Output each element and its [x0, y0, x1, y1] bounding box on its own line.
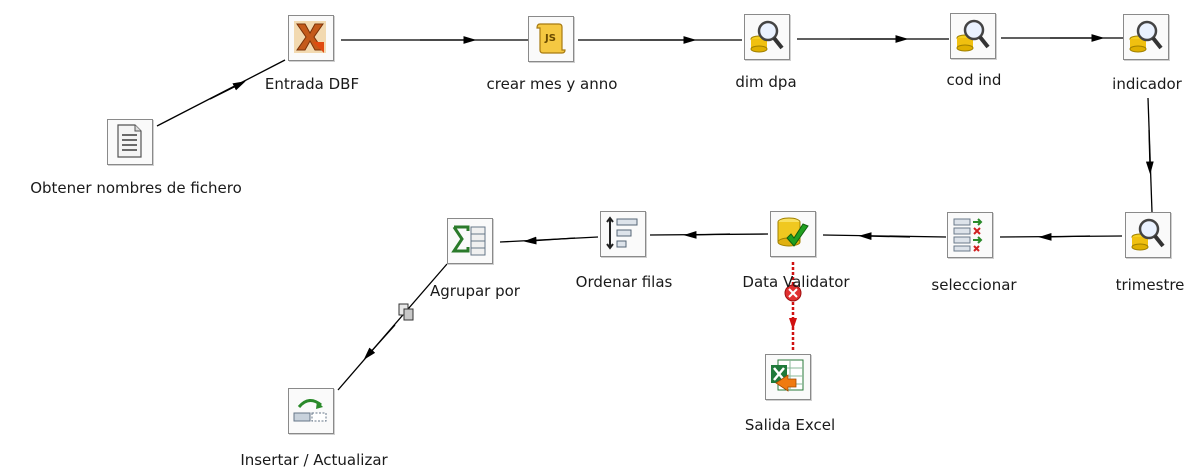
- database-lookup-icon: [750, 20, 784, 53]
- step-ordenar-filas[interactable]: [600, 211, 646, 257]
- label-agrupar-por: Agrupar por: [430, 282, 520, 300]
- label-ordenar-filas: Ordenar filas: [575, 273, 673, 291]
- step-dim-dpa[interactable]: [744, 14, 790, 60]
- label-salida-excel: Salida Excel: [744, 416, 836, 434]
- step-seleccionar[interactable]: [947, 212, 993, 258]
- label-seleccionar: seleccionar: [931, 276, 1017, 294]
- validator-icon: [777, 217, 809, 247]
- svg-text:JS: JS: [544, 33, 556, 44]
- step-cod-ind[interactable]: [950, 13, 996, 59]
- file-list-icon: [117, 124, 142, 158]
- label-obtener-nombres: Obtener nombres de fichero: [30, 179, 242, 197]
- javascript-icon: JS: [536, 23, 566, 54]
- label-insertar-actualizar: Insertar / Actualizar: [240, 451, 388, 469]
- step-insertar-actualizar[interactable]: [288, 388, 334, 434]
- database-lookup-icon: [956, 19, 990, 52]
- label-dim-dpa: dim dpa: [735, 73, 797, 91]
- label-entrada-dbf: Entrada DBF: [264, 75, 360, 93]
- copy-rows-icon: [398, 303, 414, 321]
- database-lookup-icon: [1131, 218, 1165, 251]
- label-crear-mes: crear mes y anno: [486, 75, 618, 93]
- step-agrupar-por[interactable]: [447, 218, 493, 264]
- step-crear-mes[interactable]: JS: [528, 16, 574, 62]
- label-data-validator: Data Validator: [742, 273, 850, 291]
- step-data-validator[interactable]: [770, 211, 816, 257]
- select-values-icon: [953, 218, 983, 252]
- hops: [156, 34, 1154, 391]
- step-trimestre[interactable]: [1125, 212, 1171, 258]
- sort-rows-icon: [606, 216, 638, 250]
- label-indicador: indicador: [1112, 75, 1182, 93]
- dbf-input-icon: [294, 21, 326, 53]
- label-trimestre: trimestre: [1115, 276, 1185, 294]
- group-by-icon: [451, 225, 486, 256]
- excel-output-icon: [771, 359, 804, 392]
- database-lookup-icon: [1129, 20, 1163, 53]
- label-cod-ind: cod ind: [946, 71, 1002, 89]
- step-salida-excel[interactable]: [765, 354, 811, 400]
- step-entrada-dbf[interactable]: [288, 15, 334, 61]
- error-hop[interactable]: [784, 262, 802, 352]
- step-indicador[interactable]: [1123, 14, 1169, 60]
- insert-update-icon: [293, 399, 327, 422]
- step-obtener-nombres[interactable]: [107, 119, 153, 165]
